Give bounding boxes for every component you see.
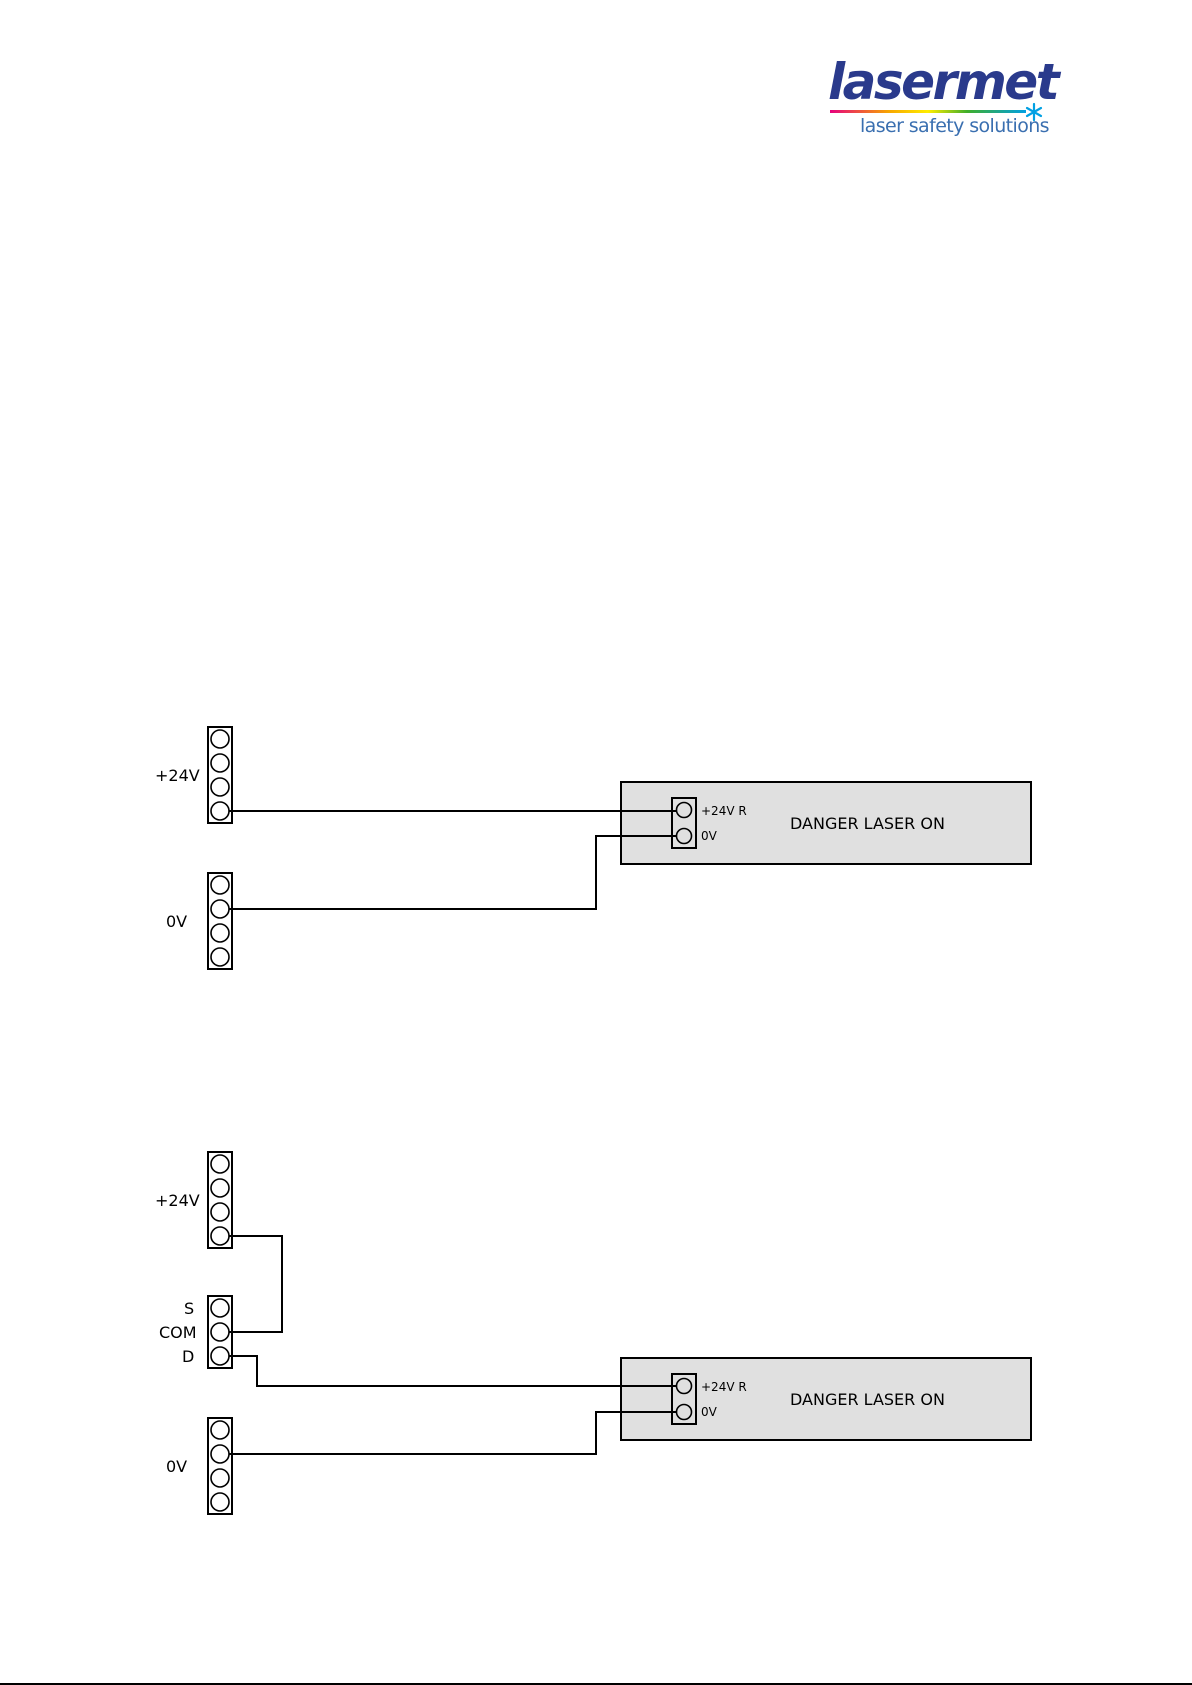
terminal-block-0v [208,1418,232,1514]
terminal-block-24v [208,727,232,823]
wire-0v-to-sign [229,1412,677,1454]
sign-connector [672,798,696,848]
wire-24v-to-com [229,1236,282,1332]
terminal-block-0v [208,873,232,969]
sign-text: DANGER LASER ON [790,1390,945,1409]
sign-connector [672,1374,696,1424]
sign-pin-label-24v: +24V R [701,804,747,818]
relay-contact-block [208,1296,232,1368]
wire-d-to-sign [229,1356,677,1386]
diagram-1: +24V 0V +24V R 0V DANGER LASER ON [155,727,1031,969]
diagram-2: +24V S COM D 0V [155,1152,1031,1514]
sign-text: DANGER LASER ON [790,814,945,833]
terminal-label-0v: 0V [166,912,187,931]
relay-label-d: D [182,1347,194,1366]
relay-label-s: S [184,1299,194,1318]
terminal-label-24v: +24V [155,1191,200,1210]
sign-pin-label-0v: 0V [701,1405,718,1419]
relay-label-com: COM [159,1323,197,1342]
wire-0v-to-sign [229,836,677,909]
terminal-block-24v [208,1152,232,1248]
sign-pin-label-24v: +24V R [701,1380,747,1394]
sign-pin-label-0v: 0V [701,829,718,843]
terminal-label-0v: 0V [166,1457,187,1476]
terminal-label-24v: +24V [155,766,200,785]
